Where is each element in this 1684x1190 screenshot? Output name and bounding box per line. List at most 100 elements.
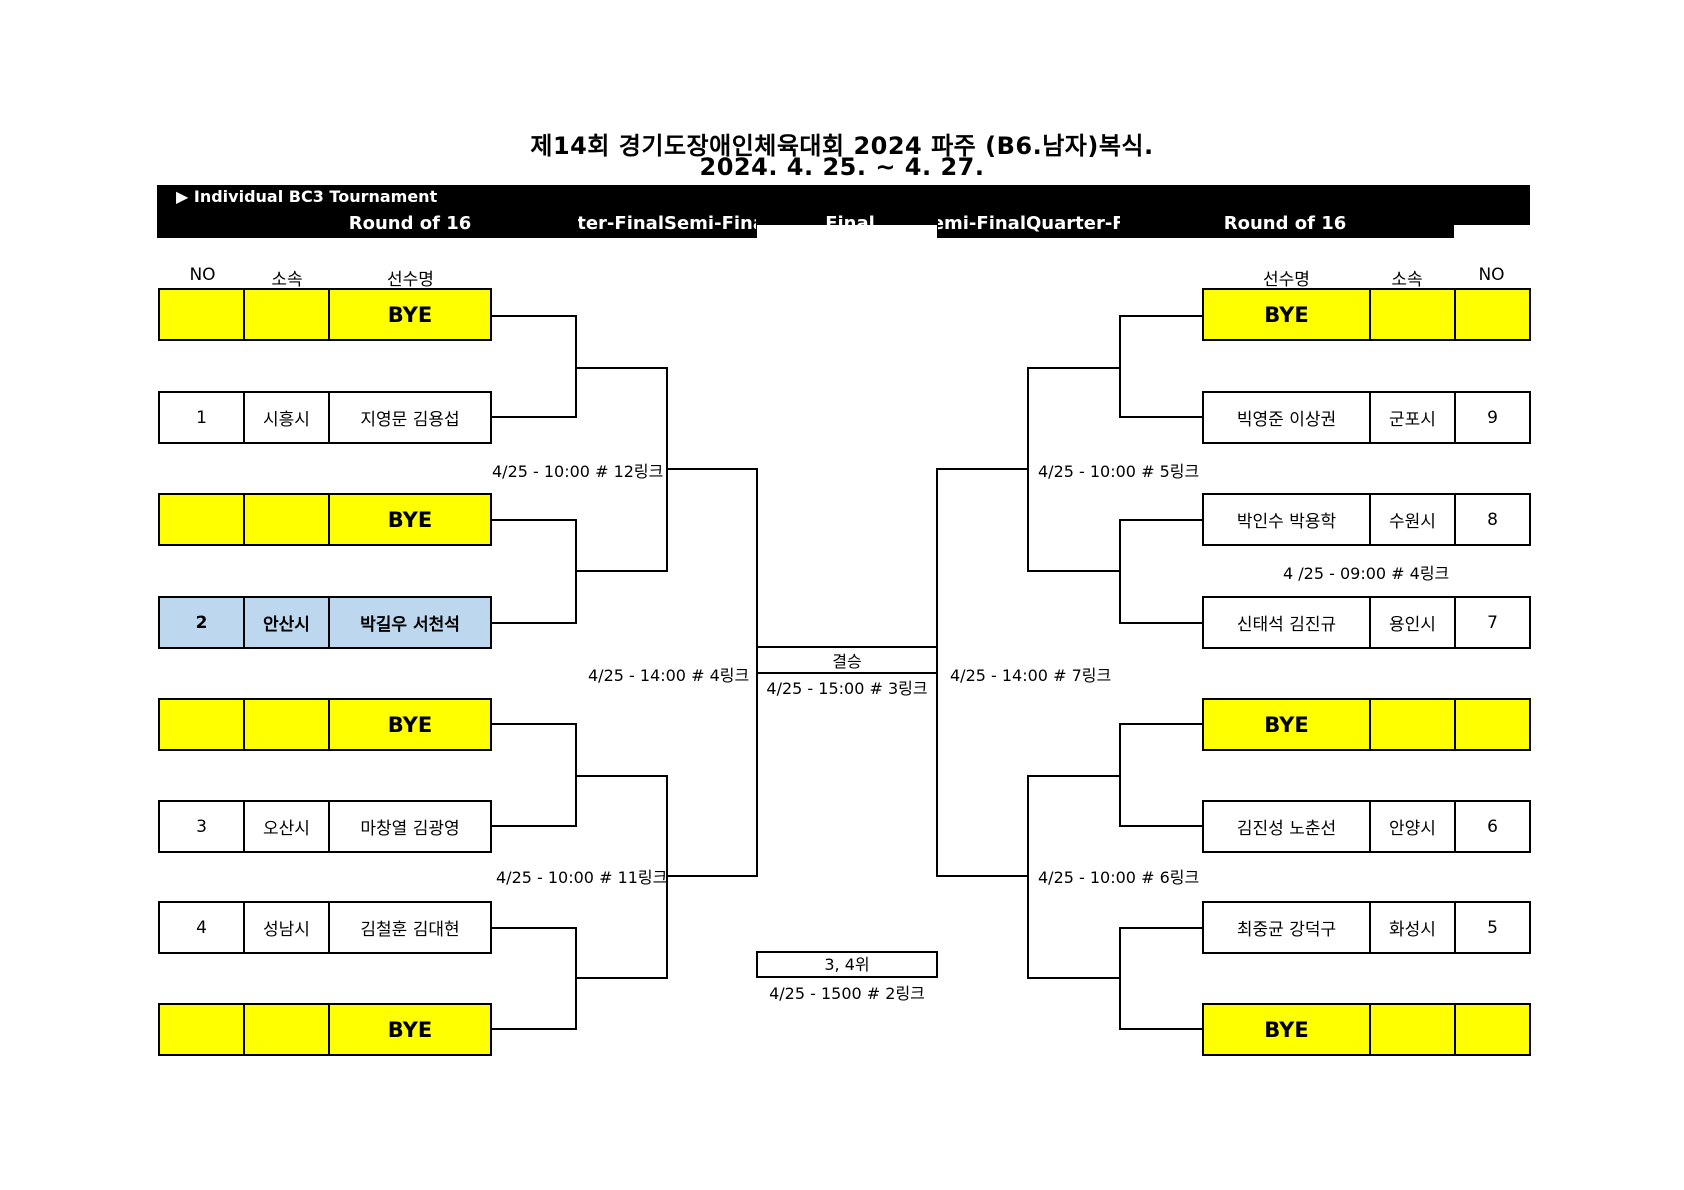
tournament-caption: ▶ Individual BC3 Tournament: [176, 187, 438, 206]
bracket-line: [1028, 977, 1120, 979]
third-place-label: 3, 4위: [824, 955, 870, 974]
document-title: 제14회 경기도장애인체육대회 2024 파주 (B6.남자)복식.: [530, 132, 1154, 160]
match-label-right-r16: 4 /25 - 09:00 # 4링크: [1283, 564, 1450, 583]
bracket-line: [492, 622, 576, 624]
entry-no: [160, 290, 245, 339]
entry-team: [1371, 290, 1456, 339]
bracket-line: [492, 1028, 576, 1030]
entry-no: 5: [1487, 917, 1498, 938]
match-label-left-qf-top: 4/25 - 10:00 # 12링크: [492, 462, 664, 481]
bracket-line: [1120, 825, 1204, 827]
entry-team: 용인시: [1371, 598, 1456, 647]
header-notch: [757, 225, 937, 238]
bracket-line: [1028, 570, 1120, 572]
bracket-line: [1120, 315, 1204, 317]
entry-no: [160, 495, 245, 544]
right-entry-row: BYE: [1202, 698, 1531, 751]
left-entry-row: BYE: [158, 288, 492, 341]
entry-team: [245, 290, 330, 339]
entry-no: [160, 1005, 245, 1054]
bracket-line: [1027, 775, 1029, 979]
entry-no: 3: [160, 802, 245, 851]
entry-team: 수원시: [1371, 495, 1456, 544]
entry-players: 김진성 노춘선: [1204, 802, 1371, 851]
round-label-left-r16: Round of 16: [348, 213, 472, 234]
round-label-left-sf: Semi-Final: [664, 213, 756, 234]
entry-players: 신태석 김진규: [1204, 598, 1371, 647]
entry-players: BYE: [1204, 290, 1371, 339]
entry-no: [1456, 700, 1529, 749]
entry-team: 화성시: [1371, 903, 1456, 952]
entry-players: 빅영준 이상권: [1204, 393, 1371, 442]
entry-players: 최중균 강덕구: [1204, 903, 1371, 952]
final-line-top: [756, 646, 938, 648]
left-entry-row: BYE: [158, 493, 492, 546]
final-label: 결승: [832, 652, 862, 671]
entry-players: 마창열 김광영: [360, 819, 460, 839]
final-line-bottom: [756, 672, 938, 674]
entry-no: 6: [1487, 816, 1498, 837]
round-label-final: Final: [825, 213, 875, 234]
right-entry-row: BYE: [1202, 1003, 1531, 1056]
bracket-line: [492, 416, 576, 418]
left-col-team: 소속: [271, 270, 303, 290]
entry-players: BYE: [387, 1017, 433, 1042]
bracket-line: [1120, 1028, 1204, 1030]
bracket-line: [1120, 927, 1204, 929]
round-label-right-qf: Quarter-Final: [1026, 213, 1120, 234]
bracket-line: [1028, 367, 1120, 369]
bracket-line: [575, 367, 667, 369]
entry-team: [245, 495, 330, 544]
bracket-line: [575, 977, 667, 979]
bracket-line: [666, 775, 668, 979]
entry-players: 박길우 서천석: [360, 615, 460, 635]
header-notch-right: [1454, 225, 1530, 238]
bracket-line: [575, 775, 667, 777]
third-place-time: 4/25 - 1500 # 2링크: [769, 984, 925, 1003]
bracket-line: [492, 315, 576, 317]
match-label-right-sf: 4/25 - 14:00 # 7링크: [950, 666, 1112, 685]
match-label-left-qf-bottom: 4/25 - 10:00 # 11링크: [496, 868, 668, 887]
entry-team: [245, 1005, 330, 1054]
left-col-players: 선수명: [387, 270, 434, 290]
entry-players: 지영문 김용섭: [360, 410, 460, 430]
entry-no: 1: [160, 393, 245, 442]
entry-no: [1456, 1005, 1529, 1054]
entry-team: 시흥시: [245, 393, 330, 442]
bracket-line: [666, 875, 758, 877]
entry-players: BYE: [1204, 1005, 1371, 1054]
match-label-left-sf: 4/25 - 14:00 # 4링크: [588, 666, 750, 685]
right-col-no: NO: [1478, 265, 1505, 285]
left-entry-row: BYE: [158, 698, 492, 751]
entry-team: 안산시: [245, 598, 330, 647]
right-col-team: 소속: [1391, 270, 1423, 290]
bracket-line: [937, 468, 1029, 470]
entry-team: 안양시: [1371, 802, 1456, 851]
entry-players: 김철훈 김대현: [360, 920, 460, 940]
bracket-line: [575, 570, 667, 572]
entry-players: BYE: [1204, 700, 1371, 749]
left-entry-row: BYE: [158, 1003, 492, 1056]
entry-no: 8: [1487, 509, 1498, 530]
entry-team: 오산시: [245, 802, 330, 851]
entry-no: 7: [1487, 612, 1498, 633]
third-place-box: 3, 4위: [756, 951, 938, 978]
entry-players: 박인수 박용학: [1204, 495, 1371, 544]
bracket-line: [937, 875, 1029, 877]
entry-no: [160, 700, 245, 749]
entry-no: [1456, 290, 1529, 339]
round-label-right-r16: Round of 16: [1223, 213, 1347, 234]
bracket-line: [1028, 775, 1120, 777]
document-dates: 2024. 4. 25. ~ 4. 27.: [699, 153, 985, 181]
bracket-line: [1119, 519, 1121, 624]
entry-team: 군포시: [1371, 393, 1456, 442]
bracket-line: [1119, 315, 1121, 418]
bracket-line: [492, 927, 576, 929]
bracket-line: [666, 468, 758, 470]
